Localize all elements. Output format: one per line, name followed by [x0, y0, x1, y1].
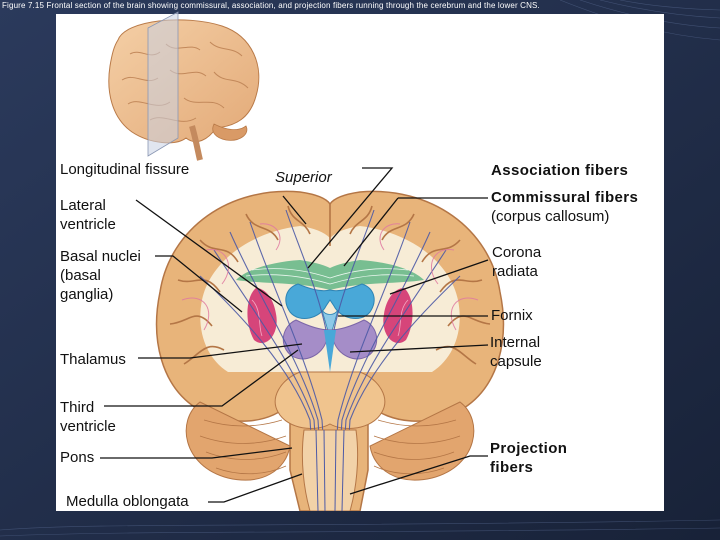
- label-thalamus: Thalamus: [60, 351, 126, 368]
- figure-caption: Figure 7.15 Frontal section of the brain…: [2, 1, 540, 10]
- label-pons: Pons: [60, 449, 95, 466]
- third-ventricle-line-2: ventricle: [60, 418, 116, 435]
- label-superior: Superior: [275, 169, 332, 186]
- label-medulla-oblongata: Medulla oblongata: [66, 493, 189, 510]
- label-fornix: Fornix: [491, 307, 533, 324]
- brain-lateral-view-icon: [108, 11, 260, 161]
- basal-nuclei-line-2: (basal: [60, 267, 101, 284]
- label-commissural-fibers: Commissural fibers (corpus callosum): [491, 188, 638, 226]
- commissural-fibers-subtitle: (corpus callosum): [491, 208, 610, 225]
- basal-nuclei-line-3: ganglia): [60, 286, 114, 303]
- basal-nuclei-line-1: Basal nuclei: [60, 248, 141, 265]
- label-internal-capsule: Internal capsule: [490, 333, 542, 371]
- projection-fibers-line-1: Projection: [490, 440, 568, 457]
- commissural-fibers-title: Commissural fibers: [491, 189, 639, 206]
- label-association-fibers: Association fibers: [491, 162, 629, 179]
- lateral-ventricle-line-1: Lateral: [60, 197, 106, 214]
- label-corona-radiata: Corona radiata: [492, 243, 541, 281]
- label-basal-nuclei: Basal nuclei (basal ganglia): [60, 247, 141, 304]
- label-third-ventricle: Third ventricle: [60, 398, 116, 436]
- corona-radiata-line-2: radiata: [492, 263, 538, 280]
- label-projection-fibers: Projection fibers: [490, 439, 567, 477]
- lateral-ventricle-line-2: ventricle: [60, 216, 116, 233]
- third-ventricle-line-1: Third: [60, 399, 95, 416]
- corona-radiata-line-1: Corona: [492, 244, 542, 261]
- projection-fibers-line-2: fibers: [490, 459, 534, 476]
- label-lateral-ventricle: Lateral ventricle: [60, 196, 116, 234]
- internal-capsule-line-1: Internal: [490, 334, 541, 351]
- internal-capsule-line-2: capsule: [490, 353, 542, 370]
- label-longitudinal-fissure: Longitudinal fissure: [60, 161, 190, 178]
